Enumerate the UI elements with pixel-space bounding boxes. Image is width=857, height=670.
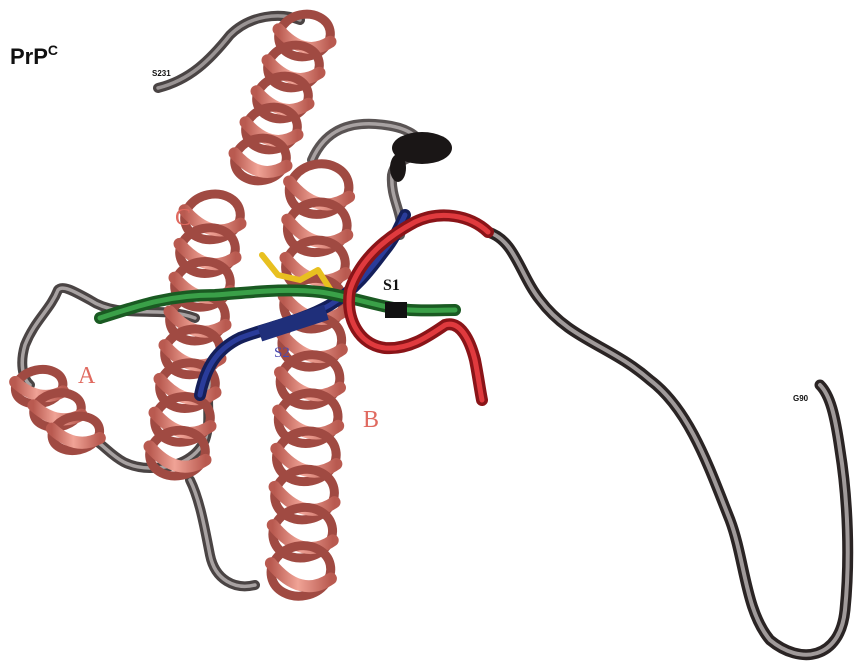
- helix-c-ribbon: [145, 189, 244, 481]
- label-s231: S231: [152, 69, 171, 78]
- label-helix-c: C: [175, 205, 191, 231]
- label-g90: G90: [793, 394, 809, 403]
- coil-tail-right: [488, 232, 848, 655]
- helix-turn-front: [271, 563, 331, 586]
- label-helix-a: A: [78, 363, 96, 389]
- coil-bottom-center: [190, 480, 255, 586]
- figure-title: PrPC: [10, 42, 58, 69]
- label-strand-s2: S2: [274, 345, 290, 361]
- helix-b-ribbon: [266, 158, 353, 601]
- label-helix-b: B: [363, 407, 379, 433]
- label-strand-s1: S1: [383, 277, 400, 294]
- helix-top-ribbon: [231, 10, 335, 186]
- helix-turn-front: [235, 153, 287, 172]
- helix-turn-front: [52, 429, 100, 443]
